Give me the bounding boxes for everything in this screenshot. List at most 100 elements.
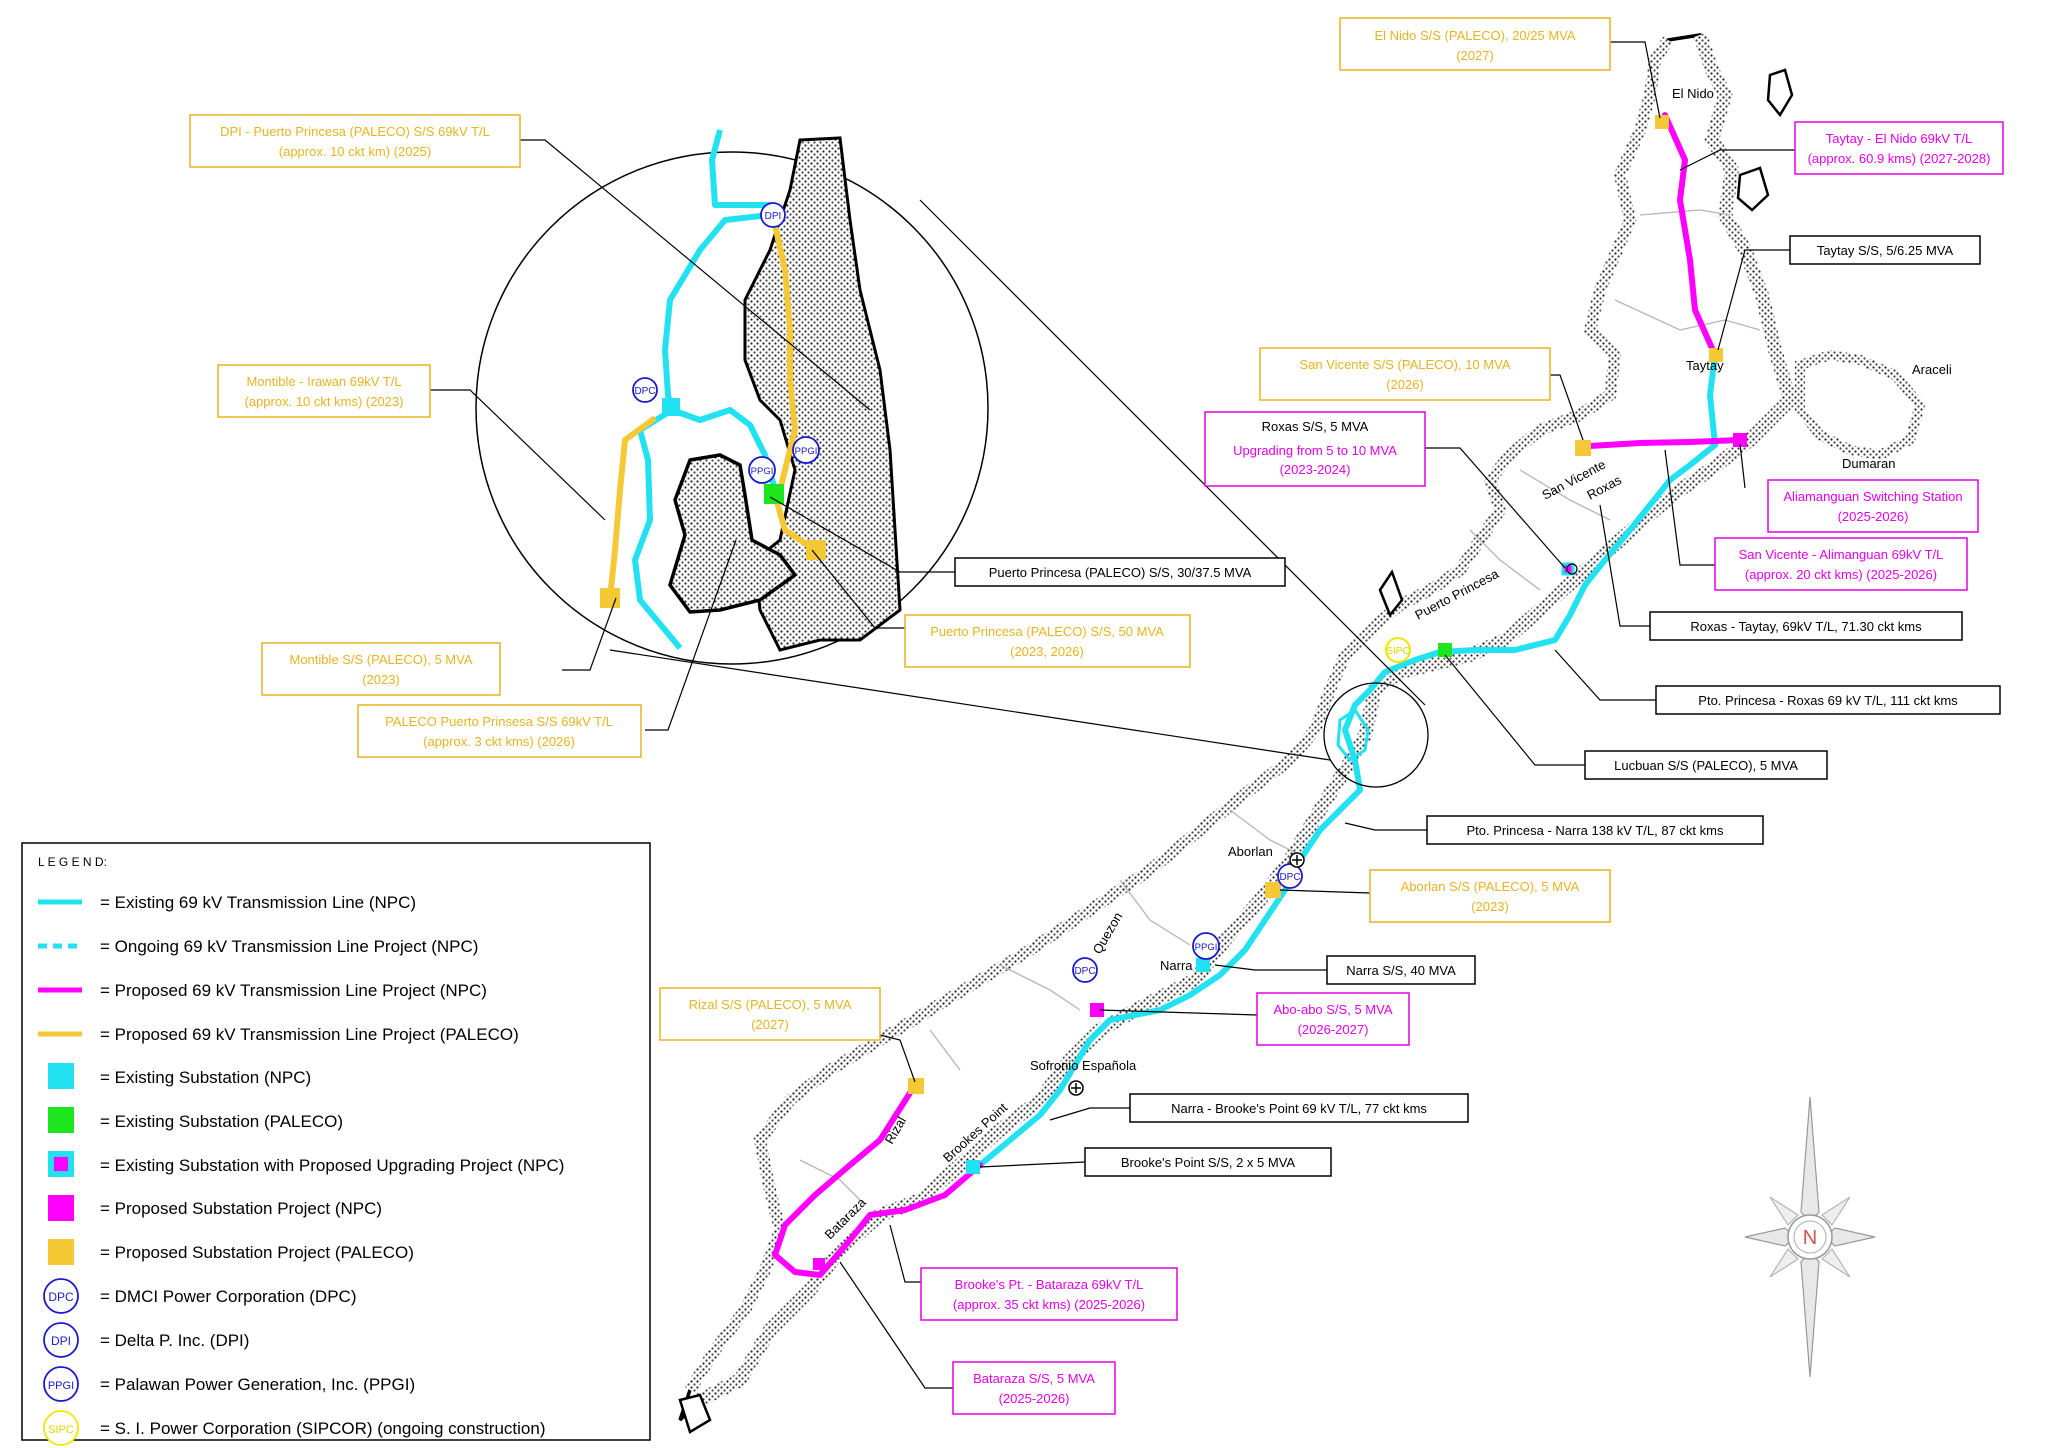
callout-pp-roxas: Pto. Princesa - Roxas 69 kV T/L, 111 ckt… [1655, 685, 2001, 715]
svg-text:DPI: DPI [51, 1334, 71, 1348]
svg-text:Montible - Irawan 69kV T/L: Montible - Irawan 69kV T/L [246, 374, 401, 389]
svg-text:SIPC: SIPC [1386, 646, 1409, 657]
svg-text:Upgrading from 5 to 10 MVA: Upgrading from 5 to 10 MVA [1233, 443, 1397, 458]
inset-tl-paleco-pp [772, 494, 817, 553]
callout-paleco-pp-tl: PALECO Puerto Prinsesa S/S 69kV T/L (app… [357, 704, 642, 758]
svg-text:Lucbuan S/S (PALECO), 5 MVA: Lucbuan S/S (PALECO), 5 MVA [1614, 758, 1798, 773]
svg-text:Roxas - Taytay, 69kV T/L, 71.3: Roxas - Taytay, 69kV T/L, 71.30 ckt kms [1690, 619, 1922, 634]
inset-ppgi-marker-1 [748, 456, 776, 484]
coast-stipple-west [684, 36, 1674, 1394]
callout-roxas-ss: Roxas S/S, 5 MVA Upgrading from 5 to 10 … [1204, 411, 1426, 487]
ppgi-marker-narra: PPGI [1192, 932, 1220, 960]
palawan-island [678, 32, 1926, 1434]
callout-lucbuan: Lucbuan S/S (PALECO), 5 MVA [1584, 750, 1828, 780]
abo-abo-ss [1090, 1003, 1104, 1017]
svg-text:San Vicente - Alimanguan 69kV: San Vicente - Alimanguan 69kV T/L [1739, 547, 1944, 562]
svg-text:(approx. 3 ckt kms) (2026): (approx. 3 ckt kms) (2026) [423, 734, 575, 749]
legend-item-6: = Existing Substation (PALECO) [100, 1112, 343, 1131]
legend-item-1: = Existing 69 kV Transmission Line (NPC) [100, 893, 416, 912]
svg-text:PPGI: PPGI [751, 466, 774, 477]
svg-text:(approx. 20 ckt kms) (2025-202: (approx. 20 ckt kms) (2025-2026) [1745, 567, 1937, 582]
taytay-ss [1709, 348, 1723, 362]
lucbuan-ss [1438, 643, 1452, 657]
inset-ss-npc [662, 398, 680, 416]
svg-text:DPC: DPC [1279, 872, 1300, 883]
svg-text:(2023-2024): (2023-2024) [1280, 462, 1351, 477]
place-taytay: Taytay [1686, 358, 1724, 373]
svg-text:SIPC: SIPC [48, 1424, 74, 1436]
el-nido-ss [1655, 115, 1669, 129]
svg-text:Pto. Princesa - Narra 138 kV T: Pto. Princesa - Narra 138 kV T/L, 87 ckt… [1467, 823, 1724, 838]
inset-tl-montible [607, 415, 657, 599]
svg-text:Puerto Princesa (PALECO) S/S,: Puerto Princesa (PALECO) S/S, 30/37.5 MV… [989, 565, 1252, 580]
svg-text:DPC: DPC [1074, 966, 1095, 977]
callout-el-nido-ss: El Nido S/S (PALECO), 20/25 MVA (2027) [1339, 17, 1611, 71]
callout-pp-narra: Pto. Princesa - Narra 138 kV T/L, 87 ckt… [1426, 815, 1764, 845]
callout-taytay-ss: Taytay S/S, 5/6.25 MVA [1789, 235, 1981, 265]
svg-text:Roxas S/S, 5 MVA: Roxas S/S, 5 MVA [1262, 419, 1369, 434]
svg-text:El Nido S/S (PALECO), 20/25 MV: El Nido S/S (PALECO), 20/25 MVA [1374, 28, 1575, 43]
legend-item-12: = Palawan Power Generation, Inc. (PPGI) [100, 1375, 415, 1394]
callout-bataraza-ss: Bataraza S/S, 5 MVA (2025-2026) [952, 1361, 1116, 1415]
svg-text:Montible S/S (PALECO), 5 MVA: Montible S/S (PALECO), 5 MVA [289, 652, 472, 667]
inset-locator-circle [1323, 682, 1429, 788]
svg-text:DPC: DPC [48, 1290, 74, 1304]
svg-text:(2027): (2027) [1456, 48, 1494, 63]
roxas-ss [1561, 562, 1575, 576]
svg-text:(2023): (2023) [362, 672, 400, 687]
place-narra: Narra [1160, 958, 1193, 973]
tl-proposed-bp-bataraza [772, 1082, 983, 1278]
place-aborlan: Aborlan [1228, 844, 1273, 859]
legend-item-7: = Existing Substation with Proposed Upgr… [100, 1156, 564, 1175]
svg-text:Puerto Princesa (PALECO) S/S,: Puerto Princesa (PALECO) S/S, 50 MVA [930, 624, 1164, 639]
aliamanguan-ss [1733, 433, 1747, 447]
svg-text:Bataraza S/S, 5 MVA: Bataraza S/S, 5 MVA [973, 1371, 1095, 1386]
svg-text:Aliamanguan Switching Station: Aliamanguan Switching Station [1783, 489, 1962, 504]
svg-text:(approx. 10 ckt km) (2025): (approx. 10 ckt km) (2025) [279, 144, 431, 159]
svg-text:DPC: DPC [634, 386, 655, 397]
inset-dpi-marker [760, 202, 786, 228]
callout-dpi-pp-tl: DPI - Puerto Princesa (PALECO) S/S 69kV … [189, 114, 521, 168]
tl-proposed-taytay-elnido [1662, 112, 1718, 358]
svg-text:Rizal S/S (PALECO), 5 MVA: Rizal S/S (PALECO), 5 MVA [689, 997, 852, 1012]
svg-text:Aborlan S/S (PALECO), 5 MVA: Aborlan S/S (PALECO), 5 MVA [1401, 879, 1580, 894]
svg-text:PPGI: PPGI [795, 446, 818, 457]
tl-proposed-sv-alimanguan [1587, 437, 1743, 449]
inset-ss-pp-50mva [806, 540, 826, 560]
place-dumaran: Dumaran [1842, 456, 1895, 471]
callout-narra-ss: Narra S/S, 40 MVA [1326, 955, 1476, 985]
place-araceli: Araceli [1912, 362, 1952, 377]
brookes-point-ss [966, 1160, 980, 1174]
substations [813, 115, 1747, 1270]
coast-stipple-east [696, 32, 1798, 1407]
legend-item-8: = Proposed Substation Project (NPC) [100, 1199, 382, 1218]
svg-text:(2026-2027): (2026-2027) [1298, 1022, 1369, 1037]
callout-aliamanguan: Aliamanguan Switching Station (2025-2026… [1767, 479, 1979, 533]
sipc-marker: SIPC [1385, 637, 1411, 663]
inset-tl-existing [632, 129, 773, 650]
san-vicente-ss [1575, 440, 1591, 456]
inset-tl-paleco-dpi [772, 224, 798, 491]
callout-bp-bataraza: Brooke's Pt. - Bataraza 69kV T/L (approx… [920, 1267, 1178, 1321]
svg-text:Pto. Princesa - Roxas 69 kV T/: Pto. Princesa - Roxas 69 kV T/L, 111 ckt… [1698, 693, 1958, 708]
callout-montible-irawan: Montible - Irawan 69kV T/L (approx. 10 c… [217, 364, 431, 418]
callout-rizal-ss: Rizal S/S (PALECO), 5 MVA (2027) [659, 987, 881, 1041]
inset-ss-montible [600, 588, 620, 608]
tl-existing-taytay-spur [1707, 352, 1718, 448]
legend-item-3: = Proposed 69 kV Transmission Line Proje… [100, 981, 487, 1000]
legend: L E G E N D: DPC DPI PPGI SIPC = Existin… [21, 842, 651, 1446]
svg-text:(2025-2026): (2025-2026) [1838, 509, 1909, 524]
legend-item-5: = Existing Substation (NPC) [100, 1068, 311, 1087]
callout-abo-abo: Abo-abo S/S, 5 MVA (2026-2027) [1256, 992, 1410, 1046]
svg-text:Abo-abo S/S, 5 MVA: Abo-abo S/S, 5 MVA [1274, 1002, 1393, 1017]
inset-ss-paleco-existing [764, 484, 784, 504]
aborlan-ss [1265, 882, 1281, 898]
tl-existing-main [977, 442, 1718, 1168]
place-sofronio: Sofronio Española [1030, 1058, 1137, 1073]
svg-text:(2027): (2027) [751, 1017, 789, 1032]
ipp-markers-map: SIPC DPC PPGI DPC [1068, 563, 1578, 1096]
callout-bp-ss: Brooke's Point S/S, 2 x 5 MVA [1084, 1147, 1332, 1177]
legend-title: L E G E N D: [38, 855, 107, 869]
compass-rose: N [1744, 1096, 1876, 1378]
